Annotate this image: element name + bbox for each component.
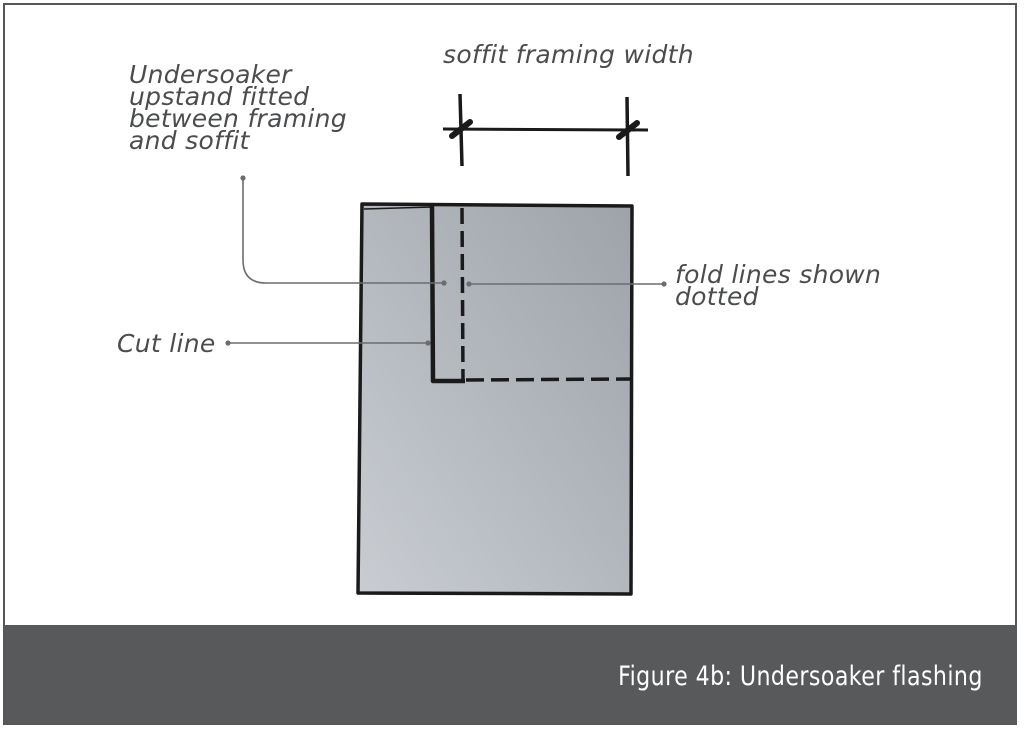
fold-lines-leader-dot xyxy=(661,281,667,287)
undersoaker-label: Undersoaker upstand fitted between frami… xyxy=(129,60,347,155)
figure-caption: Figure 4b: Undersoaker flashing xyxy=(618,661,983,692)
undersoaker-label-line-2: upstand fitted xyxy=(129,82,310,111)
leader-lines xyxy=(225,175,667,346)
fold-lines-label-line-2: dotted xyxy=(675,282,759,311)
undersoaker-label-line-4: and soffit xyxy=(129,126,250,155)
fold-lines-label-line-1: fold lines shown xyxy=(675,260,882,289)
cut-line-label: Cut line xyxy=(117,329,216,358)
undersoaker-label-line-3: between framing xyxy=(129,104,347,133)
undersoaker-label-line-1: Undersoaker xyxy=(129,60,292,89)
cut-line-stroke xyxy=(429,205,465,384)
dimension-indicator xyxy=(442,93,649,177)
undersoaker-leader xyxy=(242,178,444,284)
flashing-sheet xyxy=(356,202,634,596)
fold-lines-label: fold lines shown dotted xyxy=(675,260,882,311)
soffit-width-label: soffit framing width xyxy=(443,40,694,69)
fold-lines-dashed xyxy=(460,207,631,382)
caption-bar: Figure 4b: Undersoaker flashing xyxy=(5,625,1017,723)
